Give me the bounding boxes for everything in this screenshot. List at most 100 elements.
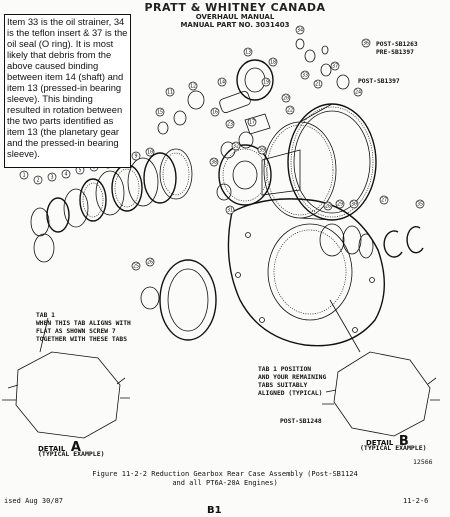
figure-code: 12566: [413, 458, 433, 466]
callout-27: 27: [379, 195, 389, 205]
callout-35: 35: [415, 199, 425, 209]
svg-text:34: 34: [297, 28, 303, 34]
rear-case-housing: [227, 198, 386, 347]
callout-10: 10: [145, 147, 155, 157]
annotation-note: Item 33 is the oil strainer, 34 is the t…: [4, 14, 131, 168]
callout-25: 25: [131, 261, 141, 271]
callout-22: 22: [285, 105, 295, 115]
callout-4: 4: [61, 169, 71, 179]
callout-33: 33: [300, 70, 310, 80]
detail-a-letter: A: [70, 440, 81, 455]
svg-text:35: 35: [417, 202, 423, 208]
label-post-sb1263: POST-SB1263: [376, 41, 418, 48]
svg-text:10: 10: [147, 150, 153, 156]
callout-38: 38: [209, 157, 219, 167]
callout-5: 5: [75, 165, 85, 175]
callout-28: 28: [323, 201, 333, 211]
label-post-sb1248: POST-SB1248: [280, 418, 322, 425]
caption-line-1: Figure 11-2-2 Reduction Gearbox Rear Cas…: [92, 470, 358, 478]
callout-1: 1: [19, 170, 29, 180]
callout-18: 18: [268, 57, 278, 67]
detail-b-subtitle: (TYPICAL EXAMPLE): [360, 444, 427, 452]
section-number: 11-2-6: [403, 497, 429, 505]
tab1-position-note: TAB 1 POSITION AND YOUR REMAINING TABS S…: [258, 366, 327, 397]
svg-text:26: 26: [147, 260, 153, 266]
callout-14: 14: [217, 77, 227, 87]
svg-text:36: 36: [363, 41, 369, 47]
planetary-gear-cluster: [157, 59, 274, 149]
svg-text:23: 23: [227, 122, 233, 128]
svg-text:38: 38: [211, 160, 217, 166]
callout-29: 29: [335, 199, 345, 209]
callout-17: 17: [247, 117, 257, 127]
svg-text:14: 14: [219, 80, 225, 86]
svg-text:39: 39: [259, 148, 265, 154]
callout-16: 16: [210, 107, 220, 117]
manufacturer-title: PRATT & WHITNEY CANADA: [144, 1, 326, 14]
svg-text:12: 12: [190, 84, 196, 90]
svg-text:5: 5: [78, 168, 81, 174]
snap-rings: [383, 226, 424, 258]
callout-2: 2: [33, 175, 43, 185]
svg-text:22: 22: [287, 108, 293, 114]
stacked-bearing-rings: [30, 148, 193, 263]
detail-a-drawing: [2, 317, 130, 439]
svg-text:13: 13: [245, 50, 251, 56]
svg-text:33: 33: [302, 73, 308, 79]
callout-30: 30: [349, 199, 359, 209]
detail-b-letter: B: [398, 434, 409, 449]
detail-b-drawing: [322, 299, 440, 437]
callout-13: 13: [243, 47, 253, 57]
caption-line-2: and all PT6A-20A Engines): [172, 479, 278, 487]
svg-text:4: 4: [64, 172, 67, 178]
detail-b-prefix: DETAIL: [366, 439, 394, 447]
callout-19: 19: [261, 77, 271, 87]
ring-gear: [263, 103, 377, 221]
figure-caption: Figure 11-2-2 Reduction Gearbox Rear Cas…: [0, 470, 450, 488]
label-post-sb1397: POST-SB1397: [358, 78, 400, 85]
callout-21: 21: [313, 79, 323, 89]
svg-text:20: 20: [283, 96, 289, 102]
callout-9: 9: [131, 151, 141, 161]
callout-20: 20: [281, 93, 291, 103]
callout-23: 23: [225, 119, 235, 129]
callout-11: 11: [165, 87, 175, 97]
svg-text:31: 31: [227, 208, 233, 214]
seal-ring: [140, 259, 217, 341]
revision-date: ised Aug 30/87: [4, 497, 64, 505]
small-washers: [295, 38, 350, 90]
manual-part-number: MANUAL PART NO. 3031403: [180, 21, 290, 29]
svg-text:30: 30: [351, 202, 357, 208]
planet-carrier: [216, 141, 301, 206]
svg-text:1: 1: [22, 173, 25, 179]
svg-text:19: 19: [263, 80, 269, 86]
svg-text:16: 16: [212, 110, 218, 116]
svg-text:29: 29: [337, 202, 343, 208]
callout-37: 37: [330, 61, 340, 71]
svg-text:15: 15: [157, 110, 163, 116]
callout-36: 36: [361, 38, 371, 48]
svg-text:37: 37: [332, 64, 338, 70]
svg-text:11: 11: [167, 90, 173, 96]
callout-24: 24: [353, 87, 363, 97]
callout-26: 26: [145, 257, 155, 267]
tab1-alignment-note: TAB 1 WHEN THIS TAB ALIGNS WITH FLAT AS …: [36, 312, 131, 343]
detail-a-subtitle: (TYPICAL EXAMPLE): [38, 450, 105, 458]
detail-a-prefix: DETAIL: [38, 445, 66, 453]
callout-32: 32: [231, 141, 241, 151]
svg-text:25: 25: [133, 264, 139, 270]
svg-text:32: 32: [233, 144, 239, 150]
svg-text:21: 21: [315, 82, 321, 88]
svg-text:9: 9: [134, 154, 137, 160]
detail-b-title: DETAIL B: [366, 430, 409, 449]
manual-type: OVERHAUL MANUAL: [195, 13, 275, 21]
svg-text:2: 2: [36, 178, 39, 184]
svg-text:18: 18: [270, 60, 276, 66]
callout-3: 3: [47, 172, 57, 182]
callout-31: 31: [225, 205, 235, 215]
detail-a-title: DETAIL A: [38, 436, 81, 455]
svg-text:27: 27: [381, 198, 387, 204]
callout-15: 15: [155, 107, 165, 117]
